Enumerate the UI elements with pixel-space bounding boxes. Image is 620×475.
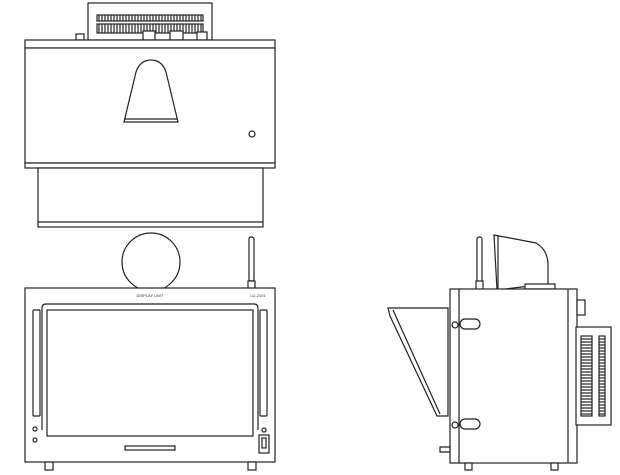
button[interactable] (32, 426, 38, 432)
antenna (248, 236, 255, 282)
side-lever[interactable] (439, 446, 451, 453)
side-view (387, 234, 612, 471)
latch[interactable] (451, 318, 481, 330)
right-handle (259, 309, 268, 417)
foot (44, 461, 54, 471)
vent (598, 335, 606, 417)
foot (464, 462, 473, 471)
model-label: LU-2101 (250, 293, 266, 298)
left-handle (32, 309, 41, 417)
screen (46, 309, 254, 437)
foot (550, 462, 559, 471)
horn-speaker (493, 234, 549, 291)
front-handle-bar (124, 445, 176, 451)
vent (580, 335, 593, 417)
button[interactable] (261, 427, 267, 433)
hood (387, 307, 449, 417)
lower-box (37, 167, 264, 228)
top-knob (75, 33, 85, 41)
top-connector (142, 30, 156, 41)
indicator-light (248, 130, 256, 138)
front-view: DISPLAY UNIT LU-2101 (24, 232, 276, 471)
horn-speaker (123, 59, 179, 123)
side-body (449, 288, 578, 464)
horn-mount (524, 283, 556, 290)
top-plate (24, 39, 276, 49)
round-speaker (121, 232, 181, 292)
foot (247, 461, 257, 471)
latch[interactable] (451, 418, 481, 430)
side-knob (576, 299, 586, 316)
top-view (24, 2, 276, 228)
top-connector (169, 30, 184, 41)
antenna (476, 236, 483, 283)
top-vents (96, 14, 204, 34)
bezel (41, 303, 259, 430)
display-unit-label: DISPLAY UNIT (137, 293, 165, 298)
top-connector (196, 31, 208, 41)
button[interactable] (32, 437, 38, 443)
bottom-plate (24, 162, 276, 169)
